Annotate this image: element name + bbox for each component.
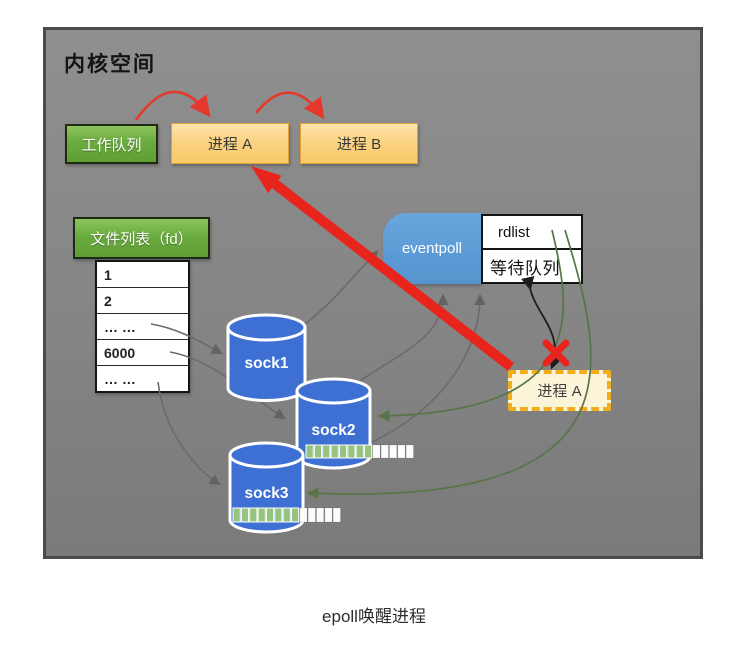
fd-row-2: 2 — [97, 288, 188, 314]
sock3-label: sock3 — [245, 485, 289, 502]
sock2-label: sock2 — [312, 422, 356, 439]
rdlist-cell: rdlist — [483, 216, 581, 250]
waitqueue-to-process-arrow — [521, 275, 562, 370]
process-a-box: 进程 A — [171, 123, 289, 164]
arc-workqueue-to-process-a — [134, 90, 211, 121]
fd-row-6000: 6000 — [97, 340, 188, 366]
fd-table: 1 2 … … 6000 … … — [95, 260, 190, 393]
fd-row-ellipsis-1: … … — [97, 314, 188, 340]
sock1-cylinder — [226, 313, 307, 402]
arrow-sock3-to-eventpoll — [303, 293, 486, 463]
socket-cylinders — [226, 313, 372, 534]
sock3-cylinder — [228, 441, 305, 534]
eventpoll-fields-table: rdlist 等待队列 — [481, 214, 583, 284]
process-b-box: 进程 B — [300, 123, 418, 164]
arc-process-a-to-process-b — [254, 91, 325, 120]
scheduler-arc-arrows — [134, 90, 325, 121]
sock2-cylinder — [295, 377, 372, 470]
arrow-sock1-to-eventpoll — [303, 250, 379, 326]
wait-queue-cell: 等待队列 — [490, 258, 560, 278]
red-cross-icon — [542, 339, 570, 367]
arrow-fd-to-sock3 — [157, 381, 221, 486]
fd-row-ellipsis-2: … … — [104, 370, 136, 387]
kernel-space-panel: 内核空间 工作队列 进程 A 进程 B 文件列表（fd） 1 2 … … 600… — [43, 27, 703, 559]
eventpoll-node: eventpoll — [383, 213, 481, 284]
process-a-blocked-box: 进程 A — [508, 370, 611, 411]
arrow-sock2-to-eventpoll — [353, 293, 449, 386]
work-queue-box: 工作队列 — [65, 124, 158, 164]
sock3-buffer — [232, 507, 341, 523]
figure-caption: epoll唤醒进程 — [322, 607, 426, 626]
sock2-buffer — [305, 444, 414, 459]
sock1-label: sock1 — [245, 355, 289, 372]
kernel-space-title: 内核空间 — [64, 53, 156, 76]
fd-row-1: 1 — [97, 262, 188, 288]
fd-list-header: 文件列表（fd） — [73, 217, 210, 259]
